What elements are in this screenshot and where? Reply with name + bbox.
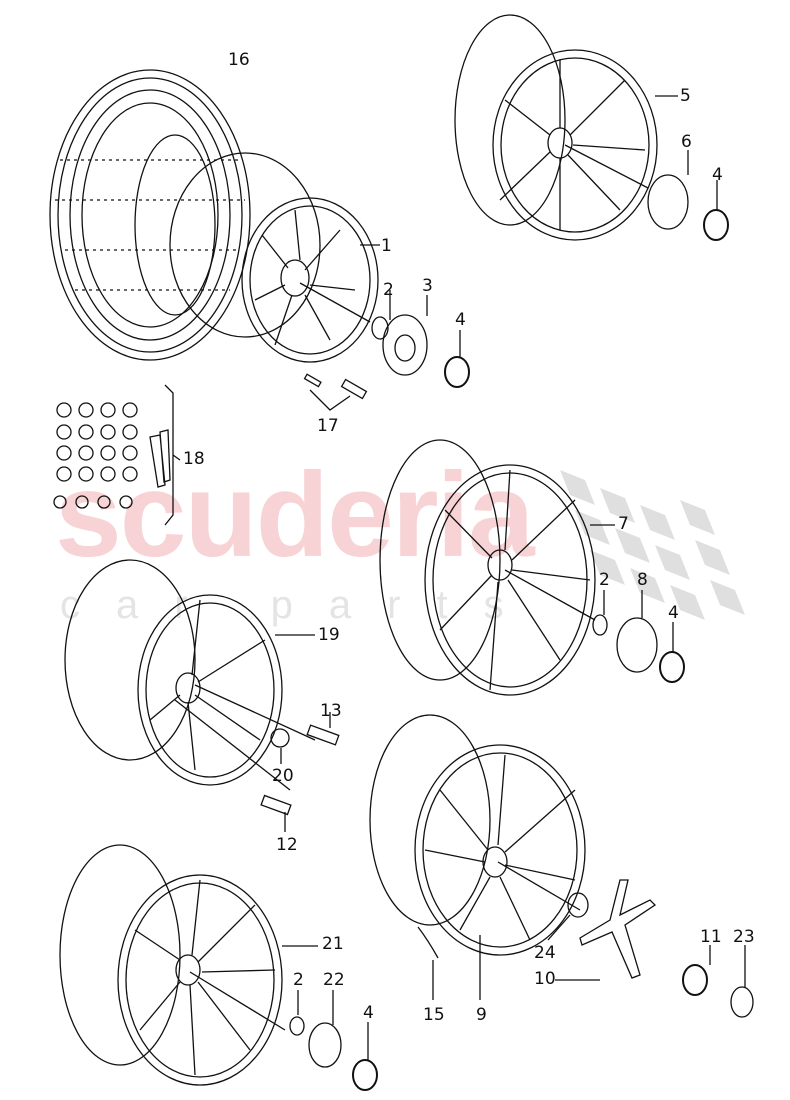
tyre-16 [49,69,251,361]
callout-5[interactable]: 5 [680,86,691,106]
callout-1[interactable]: 1 [381,236,392,256]
cap-4a [444,356,470,388]
callout-3[interactable]: 3 [422,276,433,296]
callout-4b[interactable]: 4 [712,165,723,185]
wheel-5 [454,14,678,241]
callout-2a[interactable]: 2 [383,280,394,300]
spoke-trim-10 [579,879,657,979]
callout-16[interactable]: 16 [228,50,250,70]
callout-4a[interactable]: 4 [455,310,466,330]
callout-12[interactable]: 12 [276,835,298,855]
cap-4b [703,209,729,241]
plate-8 [616,617,658,673]
cap-4d [352,1059,378,1091]
callout-23[interactable]: 23 [733,927,755,947]
wheel-21 [59,844,318,1086]
callout-6[interactable]: 6 [681,132,692,152]
bolt-caps-18 [53,384,181,526]
plate-22 [308,1022,342,1068]
seal-23 [730,986,754,1018]
wheel-19 [64,559,316,791]
callout-17[interactable]: 17 [317,416,339,436]
cap-4c [659,651,685,683]
watermark-brand: scuderia [55,448,535,582]
callout-18[interactable]: 18 [183,449,205,469]
callout-2b[interactable]: 2 [599,570,610,590]
callout-11[interactable]: 11 [700,927,722,947]
callout-22[interactable]: 22 [323,970,345,990]
wheel-9 [369,714,586,956]
checkered-flag-watermark [560,470,745,620]
ring-2c [289,1016,305,1036]
callout-19[interactable]: 19 [318,625,340,645]
callout-20[interactable]: 20 [272,766,294,786]
ring-2a [371,316,389,340]
cap-11 [682,964,708,996]
plate-6 [647,174,689,230]
bolt-13 [306,724,340,746]
callout-13[interactable]: 13 [320,701,342,721]
bolt-12 [260,794,292,816]
callout-10[interactable]: 10 [534,969,556,989]
weight-15 [417,926,439,959]
emblem-20 [270,728,290,748]
callout-15[interactable]: 15 [423,1005,445,1025]
callout-4d[interactable]: 4 [363,1003,374,1023]
callout-24[interactable]: 24 [534,943,556,963]
ring-2b [592,614,608,636]
valves-17 [303,373,368,411]
wheel-1 [169,152,380,363]
callout-8[interactable]: 8 [637,570,648,590]
callout-7[interactable]: 7 [618,514,629,534]
plate-3 [382,314,428,376]
adapter-24 [567,892,589,918]
callout-21[interactable]: 21 [322,934,344,954]
callout-2c[interactable]: 2 [293,970,304,990]
callout-4c[interactable]: 4 [668,603,679,623]
wheel-7 [379,439,615,696]
callout-9[interactable]: 9 [476,1005,487,1025]
